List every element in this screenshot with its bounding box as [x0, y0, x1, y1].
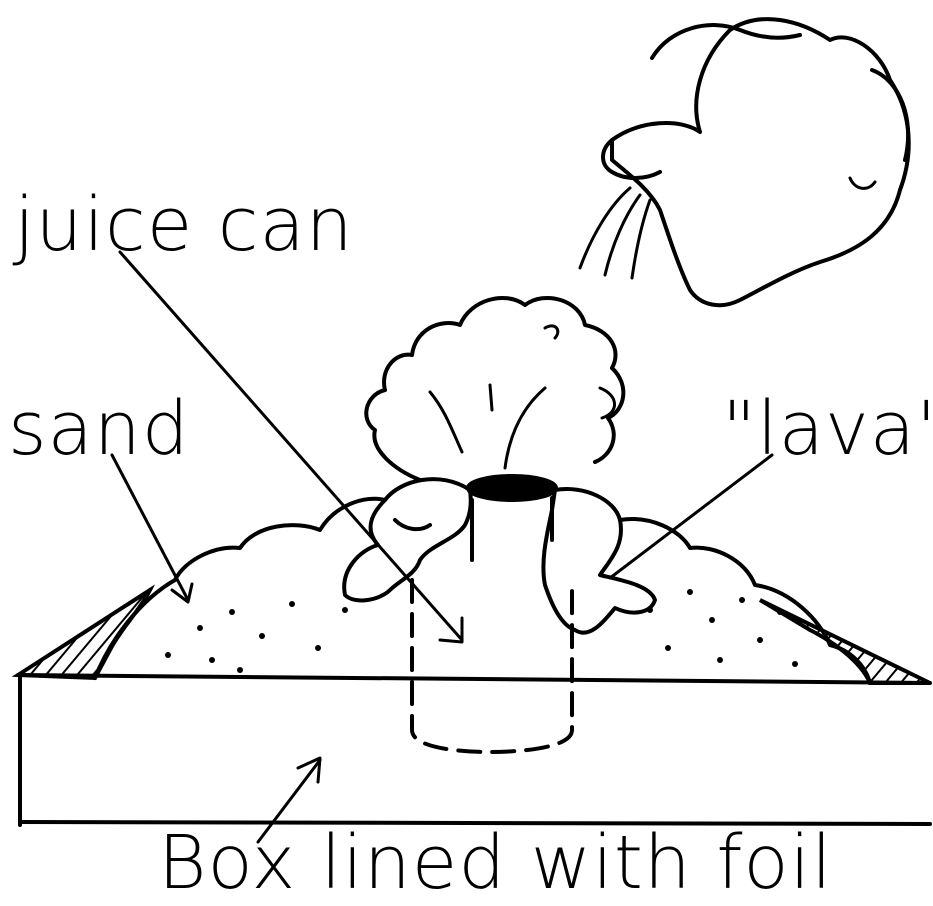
juice-can	[412, 476, 572, 752]
sand-slope-hatching	[18, 590, 930, 683]
sand-label: sand	[8, 392, 190, 466]
box-label: Box lined with foil	[158, 826, 833, 900]
box-arrowhead	[298, 758, 320, 782]
sand-dots	[165, 589, 798, 673]
pitcher	[580, 19, 909, 305]
eruption-foam	[366, 298, 623, 480]
lava-pointer	[610, 455, 772, 578]
juice-can-label: juice can	[14, 188, 354, 262]
sand-pointer	[112, 455, 188, 600]
label-pointers	[112, 252, 772, 842]
lava-label: "lava"	[722, 392, 933, 466]
lava-flow	[344, 479, 655, 633]
sand-mound	[95, 499, 870, 683]
